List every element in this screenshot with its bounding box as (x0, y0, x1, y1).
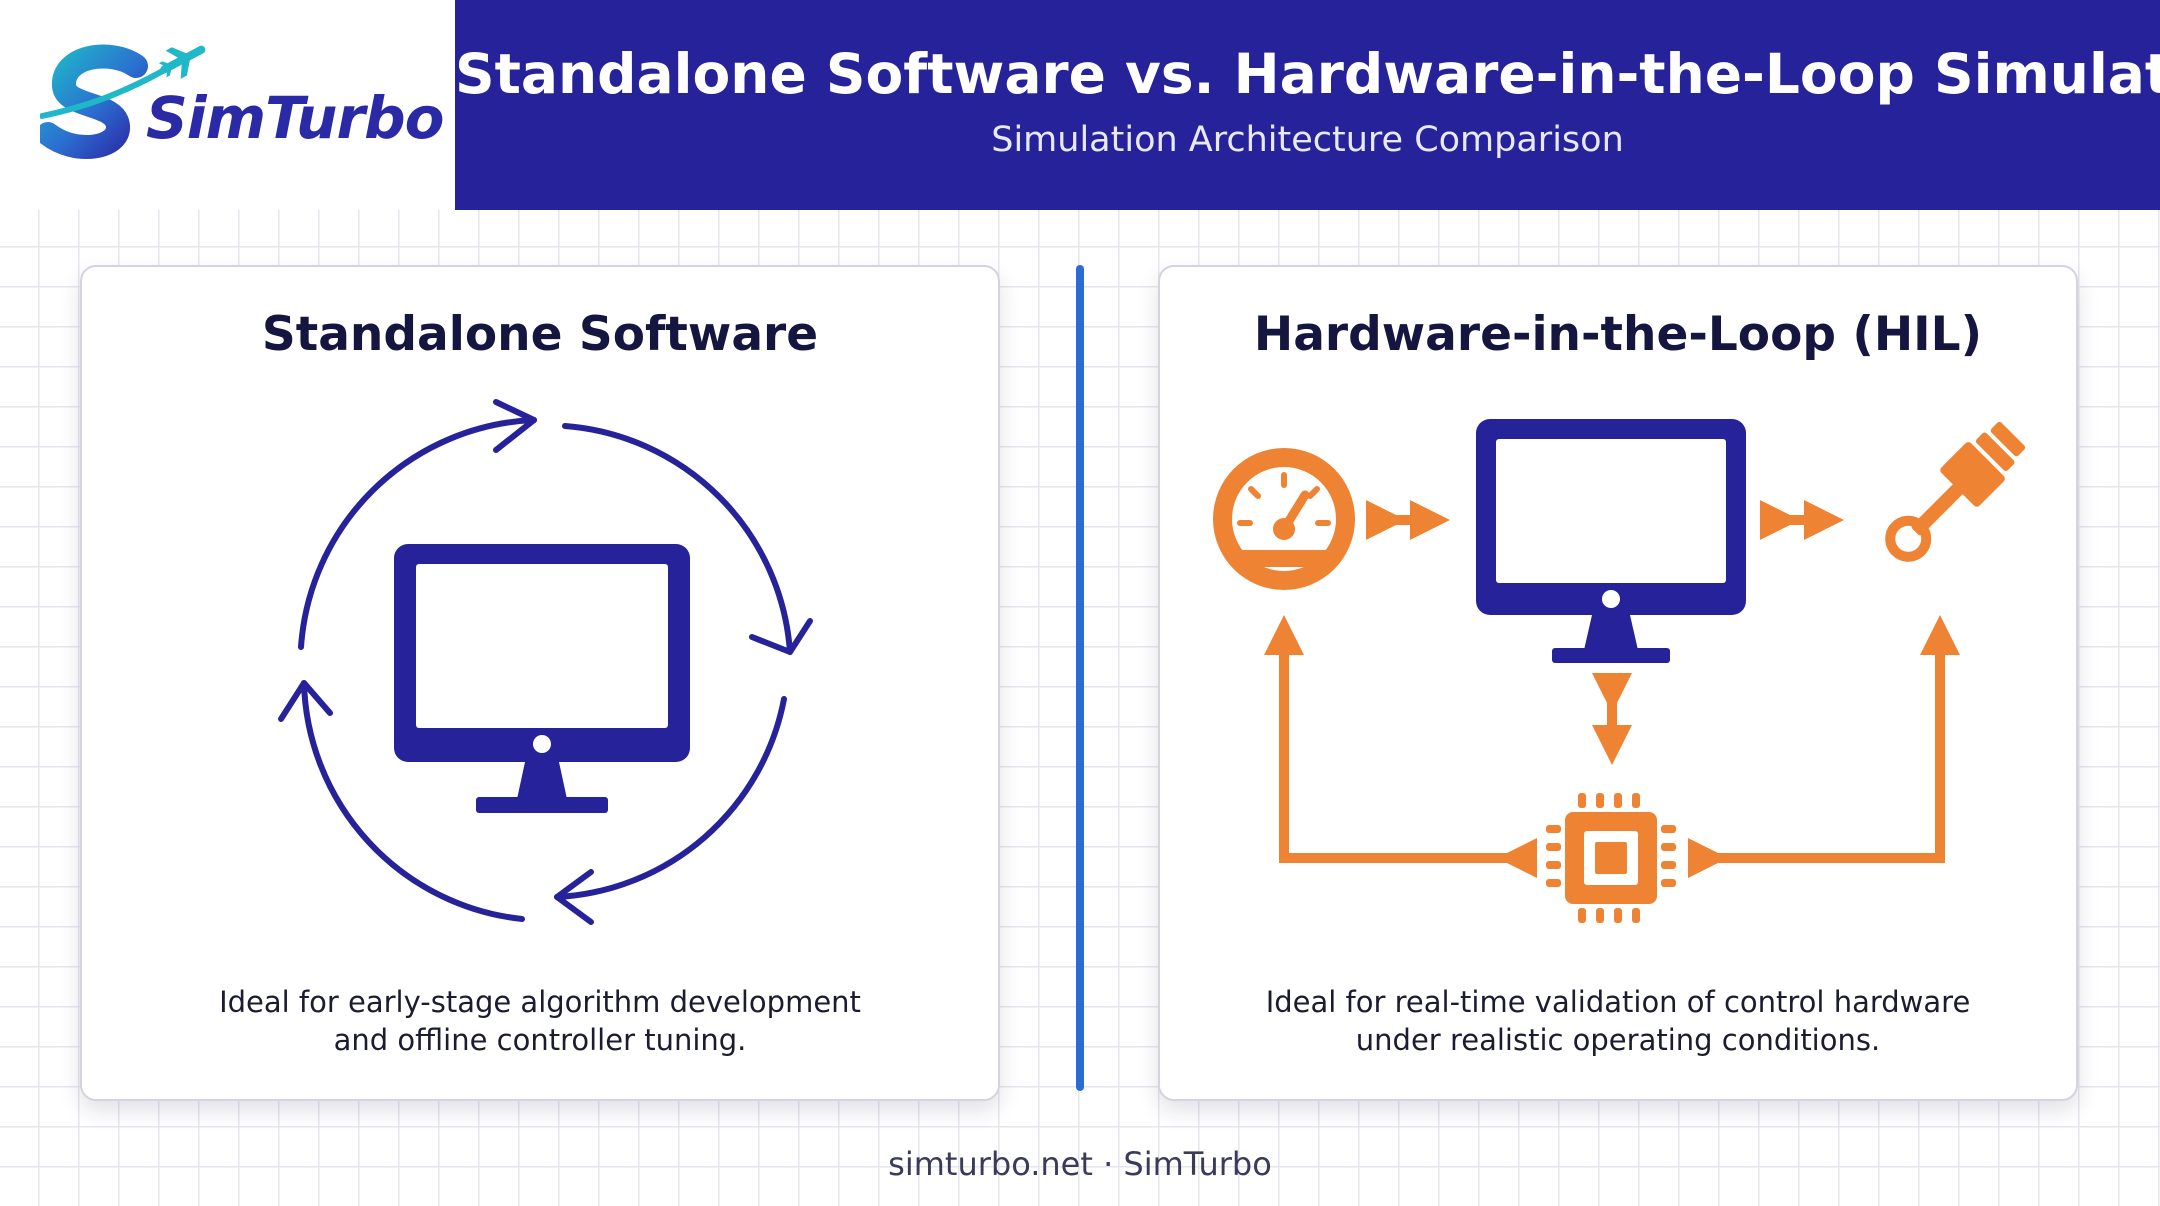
brand-name: SimTurbo (146, 84, 444, 152)
title-band: Standalone Software vs. Hardware-in-the-… (455, 0, 2160, 210)
logo[interactable]: SimTurbo (0, 0, 455, 210)
panel-title: Standalone Software (261, 307, 819, 362)
description-line: Ideal for real-time validation of contro… (1265, 985, 1971, 1019)
description-line: and offline controller tuning. (333, 1023, 747, 1057)
panel-standalone-software: Standalone Software Ideal for early-stag… (80, 265, 1000, 1101)
monitor-icon (394, 544, 690, 813)
monitor-icon (1476, 419, 1746, 663)
microchip-icon (1546, 793, 1676, 923)
hil-diagram (1213, 419, 2026, 923)
panel-description: Ideal for early-stage algorithm developm… (82, 983, 998, 1059)
panel-title: Hardware-in-the-Loop (HIL) (1253, 307, 1983, 362)
description-line: under realistic operating conditions. (1355, 1023, 1881, 1057)
bidirectional-arrow-icon (1365, 500, 1844, 765)
description-line: Ideal for early-stage algorithm developm… (219, 985, 861, 1019)
page-subtitle: Simulation Architecture Comparison (991, 120, 1624, 160)
page-title: Standalone Software vs. Hardware-in-the-… (455, 42, 2160, 106)
footer-credit[interactable]: simturbo.net · SimTurbo (888, 1145, 1272, 1183)
header: SimTurbo Standalone Software vs. Hardwar… (0, 0, 2160, 210)
feedback-arrows (1264, 615, 1960, 878)
gauge-icon (1213, 448, 1355, 590)
panel-description: Ideal for real-time validation of contro… (1160, 983, 2076, 1059)
panel-divider (1076, 265, 1084, 1091)
s-airplane-logo-icon (40, 44, 206, 159)
actuator-icon (1885, 421, 2026, 562)
standalone-diagram (278, 399, 813, 925)
panel-hardware-in-the-loop: Hardware-in-the-Loop (HIL) (1158, 265, 2078, 1101)
circular-arrows-icon (278, 399, 813, 925)
